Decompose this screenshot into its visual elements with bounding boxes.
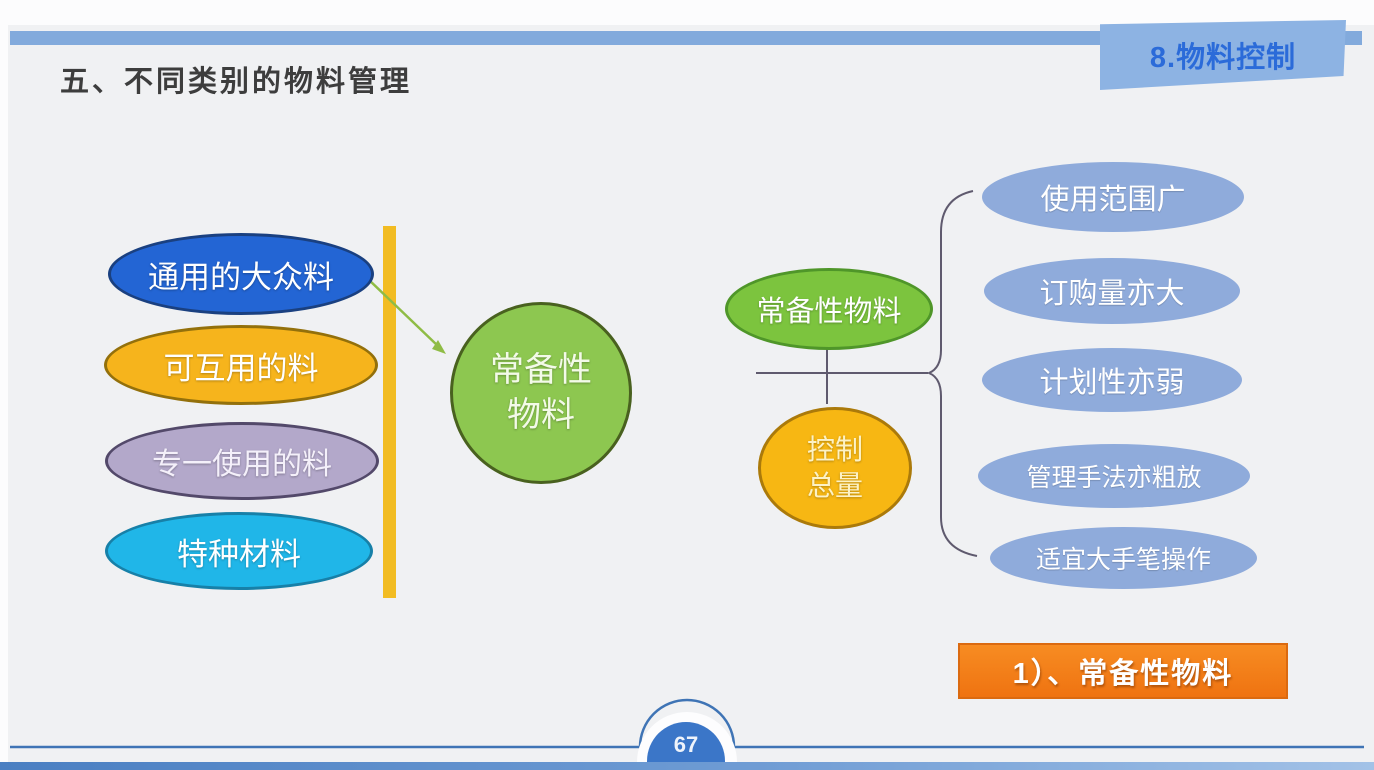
section-ribbon-label: 8.物料控制 xyxy=(1149,42,1297,74)
footer-banner-label: 1）、常备性物料 xyxy=(1012,658,1234,690)
control-total-line2: 总量 xyxy=(806,470,863,501)
branch-bubble-wide-usage: 使用范围广 xyxy=(982,162,1244,232)
material-ellipse-dedicated-label: 专一使用的料 xyxy=(152,448,332,481)
slide-title: 五、不同类别的物料管理 xyxy=(60,66,413,98)
branch-bubble-large-orders-label: 订购量亦大 xyxy=(1039,278,1185,310)
page-number-label: 67 xyxy=(673,732,699,757)
material-ellipse-special: 特种材料 xyxy=(105,512,373,590)
branch-bubble-coarse-management-label: 管理手法亦粗放 xyxy=(1026,464,1202,492)
branch-bubble-weak-planning-label: 计划性亦弱 xyxy=(1039,367,1185,399)
arrowhead-icon xyxy=(432,340,446,354)
material-ellipse-general: 通用的大众料 xyxy=(108,233,374,315)
vertical-divider-bar xyxy=(383,226,396,598)
standing-material-circle-line2: 物料 xyxy=(507,396,575,434)
section-ribbon: 8.物料控制 xyxy=(1100,20,1346,90)
branch-bubble-bold-operation-label: 适宜大手笔操作 xyxy=(1035,546,1211,574)
curly-brace-icon xyxy=(926,190,978,557)
material-ellipse-general-label: 通用的大众料 xyxy=(148,259,334,295)
branch-bubble-bold-operation: 适宜大手笔操作 xyxy=(990,527,1257,589)
tree-root-label: 常备性物料 xyxy=(756,296,902,328)
material-ellipse-dedicated: 专一使用的料 xyxy=(105,422,379,500)
branch-bubble-coarse-management: 管理手法亦粗放 xyxy=(978,444,1250,508)
material-ellipse-special-label: 特种材料 xyxy=(177,536,301,572)
branch-bubble-wide-usage-label: 使用范围广 xyxy=(1040,184,1186,216)
control-total-line1: 控制 xyxy=(806,433,863,465)
standing-material-circle: 常备性 物料 xyxy=(450,302,632,484)
tree-root-ellipse: 常备性物料 xyxy=(725,268,933,350)
material-ellipse-interchangeable-label: 可互用的料 xyxy=(163,350,319,386)
branch-bubble-weak-planning: 计划性亦弱 xyxy=(982,348,1242,412)
material-ellipse-interchangeable: 可互用的料 xyxy=(104,325,378,405)
top-accent-bar xyxy=(10,31,1362,45)
standing-material-circle-line1: 常备性 xyxy=(490,351,592,390)
branch-bubble-large-orders: 订购量亦大 xyxy=(984,258,1240,324)
bottom-rule-line xyxy=(10,698,1364,749)
bottom-accent-bar xyxy=(0,762,1374,770)
control-total-circle: 控制 总量 xyxy=(758,407,912,529)
footer-banner: 1）、常备性物料 xyxy=(958,643,1288,699)
